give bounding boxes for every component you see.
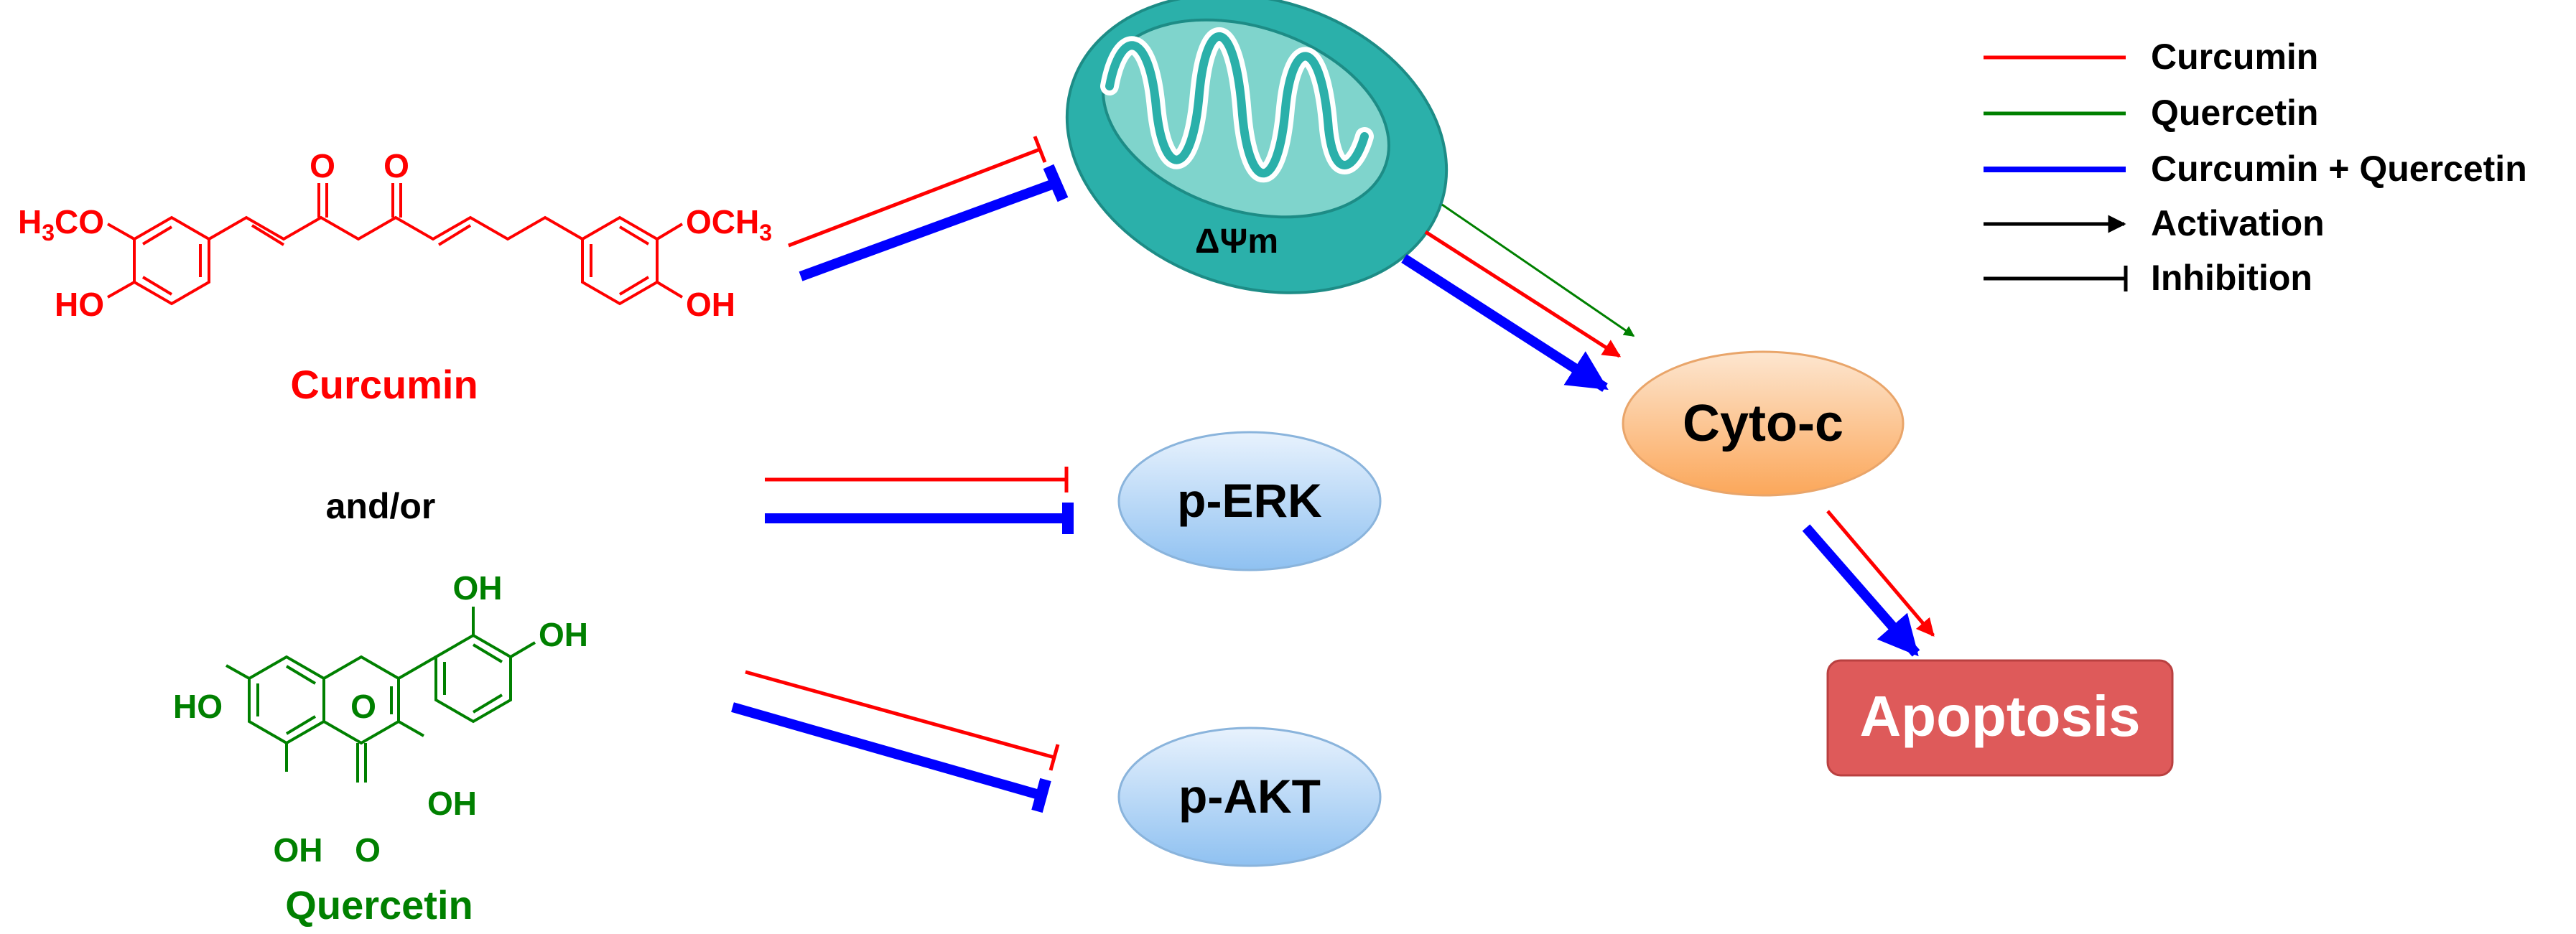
legend-inhibition-label: Inhibition — [2151, 258, 2312, 298]
curcumin-structure: O O H3CO HO OCH3 OH — [18, 147, 772, 323]
curcumin-oh-right-label: OH — [686, 286, 735, 323]
inhibition-pakt-combination — [731, 702, 1051, 813]
legend-activation-label: Activation — [2151, 203, 2325, 243]
quercetin-ring-o-label: O — [350, 688, 376, 725]
quercetin-structure: OH OH HO O OH OH O — [173, 569, 588, 869]
activation-cyto-apoptosis-combination — [1802, 524, 1920, 657]
legend-combination-label: Curcumin + Quercetin — [2151, 149, 2527, 189]
quercetin-oh-right-label: OH — [539, 616, 588, 653]
p-akt-node: p-AKT — [1117, 727, 1382, 867]
inhibition-pakt-curcumin — [745, 670, 1060, 771]
quercetin-name: Quercetin — [285, 882, 473, 928]
mitochondrion-icon — [1065, 0, 1449, 294]
apoptosis-label: Apoptosis — [1859, 684, 2140, 748]
cyto-c-label: Cyto-c — [1683, 395, 1843, 452]
activation-mito-cyto-combination — [1401, 254, 1609, 392]
curcumin-o1-label: O — [310, 147, 335, 185]
activation-mito-cyto-quercetin — [1441, 203, 1635, 337]
curcumin-h3co-label: H3CO — [18, 203, 104, 246]
and-or-label: and/or — [326, 486, 436, 526]
curcumin-o2-label: O — [383, 147, 409, 185]
legend-quercetin-label: Quercetin — [2151, 93, 2318, 133]
quercetin-oh-top-label: OH — [453, 569, 503, 607]
curcumin-och3-label: OCH3 — [686, 203, 772, 246]
inhibition-mito-combination — [799, 164, 1069, 281]
p-erk-label: p-ERK — [1177, 474, 1322, 527]
cyto-c-node: Cyto-c — [1622, 350, 1905, 497]
inhibition-perk-combination — [765, 503, 1074, 534]
inhibition-mito-curcumin — [788, 136, 1047, 248]
p-akt-label: p-AKT — [1178, 770, 1321, 823]
activation-mito-cyto-curcumin — [1424, 230, 1622, 358]
p-erk-node: p-ERK — [1117, 431, 1382, 571]
membrane-potential-label: ΔΨm — [1195, 223, 1278, 261]
curcumin-name: Curcumin — [290, 362, 478, 407]
legend: Curcumin Quercetin Curcumin + Quercetin … — [1984, 37, 2527, 298]
quercetin-oh-c3-label: OH — [427, 785, 477, 822]
quercetin-ho-left-label: HO — [173, 688, 223, 725]
curcumin-ho-left-label: HO — [55, 286, 104, 323]
inhibition-perk-curcumin — [765, 467, 1069, 492]
quercetin-oh-c5-label: OH — [274, 831, 323, 869]
quercetin-o-keto-label: O — [355, 831, 381, 869]
legend-curcumin-label: Curcumin — [2151, 37, 2318, 77]
apoptosis-node: Apoptosis — [1826, 659, 2174, 777]
